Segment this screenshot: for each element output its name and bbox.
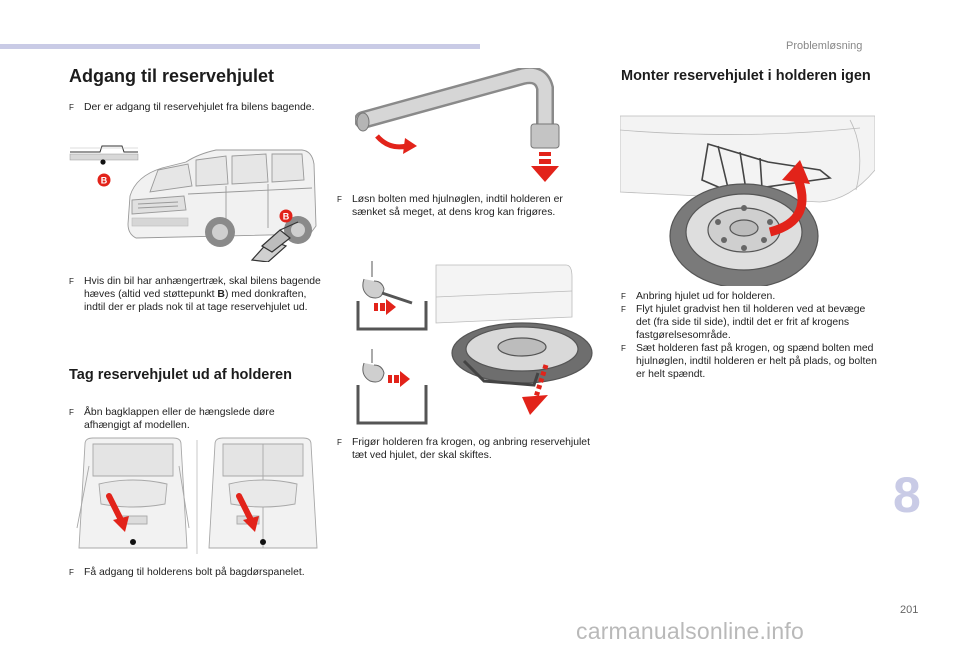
section-title: Problemløsning bbox=[786, 40, 863, 52]
rear-doors-illustration bbox=[76, 437, 318, 554]
jack bbox=[250, 221, 299, 262]
bolt-point-left bbox=[130, 539, 136, 545]
marker-b-car: B bbox=[279, 209, 293, 223]
lift-arrow bbox=[768, 160, 810, 237]
wheel-holes bbox=[715, 205, 773, 251]
spare-wheel bbox=[451, 322, 593, 384]
bullet-marker: F bbox=[337, 438, 342, 447]
bullet-marker: F bbox=[69, 568, 74, 577]
marker-b-label: B bbox=[101, 176, 108, 186]
bullet-marker: F bbox=[621, 344, 626, 353]
bullet-towbar-jack: F Hvis din bil har anhængertræk, skal bi… bbox=[69, 276, 321, 313]
support-point-inset bbox=[68, 137, 140, 197]
bullet-marker: F bbox=[69, 408, 74, 417]
header-accent-bar bbox=[0, 44, 480, 49]
bullet-marker: F bbox=[621, 305, 626, 314]
bullet-marker: F bbox=[69, 103, 74, 112]
watermark: carmanualsonline.info bbox=[576, 618, 804, 644]
car-body bbox=[127, 149, 317, 239]
red-arrow-right bbox=[236, 493, 259, 532]
tailgate-view bbox=[76, 437, 190, 549]
chapter-number: 8 bbox=[893, 467, 921, 523]
lowering-arrow bbox=[522, 364, 549, 415]
subtitle-refit-spare: Monter reservehjulet i holderen igen bbox=[621, 68, 871, 84]
hook-detail-top bbox=[356, 261, 428, 331]
page-number: 201 bbox=[900, 604, 919, 616]
hook-arrows-bottom bbox=[388, 371, 410, 387]
marker-b-car-label: B bbox=[283, 212, 290, 222]
rotation-arrow bbox=[375, 134, 417, 154]
red-arrow-left bbox=[106, 493, 129, 532]
car-underbody bbox=[435, 264, 573, 324]
car-grille bbox=[131, 217, 189, 227]
wheel-brace bbox=[355, 68, 560, 149]
down-arrow bbox=[531, 152, 559, 182]
bullet-marker: F bbox=[337, 195, 342, 204]
car-jack-illustration: B B bbox=[68, 137, 317, 262]
bullet-marker: F bbox=[621, 292, 626, 301]
hinged-doors-view bbox=[208, 437, 318, 549]
refit-spare-illustration bbox=[620, 115, 875, 286]
bullet-marker: F bbox=[69, 277, 74, 286]
spare-wheel bbox=[669, 183, 819, 286]
marker-b-inset: B bbox=[97, 173, 111, 187]
wheel-brace-illustration bbox=[355, 68, 560, 182]
car-wheels bbox=[205, 216, 312, 247]
hook-detail-bottom bbox=[356, 349, 428, 425]
hook-arrows-top bbox=[374, 299, 396, 315]
cradle bbox=[462, 359, 540, 387]
bolt-point-right bbox=[260, 539, 266, 545]
hook-release-illustration bbox=[356, 261, 593, 425]
page-title: Adgang til reservehjulet bbox=[69, 66, 275, 86]
subtitle-remove-spare: Tag reservehjulet ud af holderen bbox=[69, 367, 292, 383]
